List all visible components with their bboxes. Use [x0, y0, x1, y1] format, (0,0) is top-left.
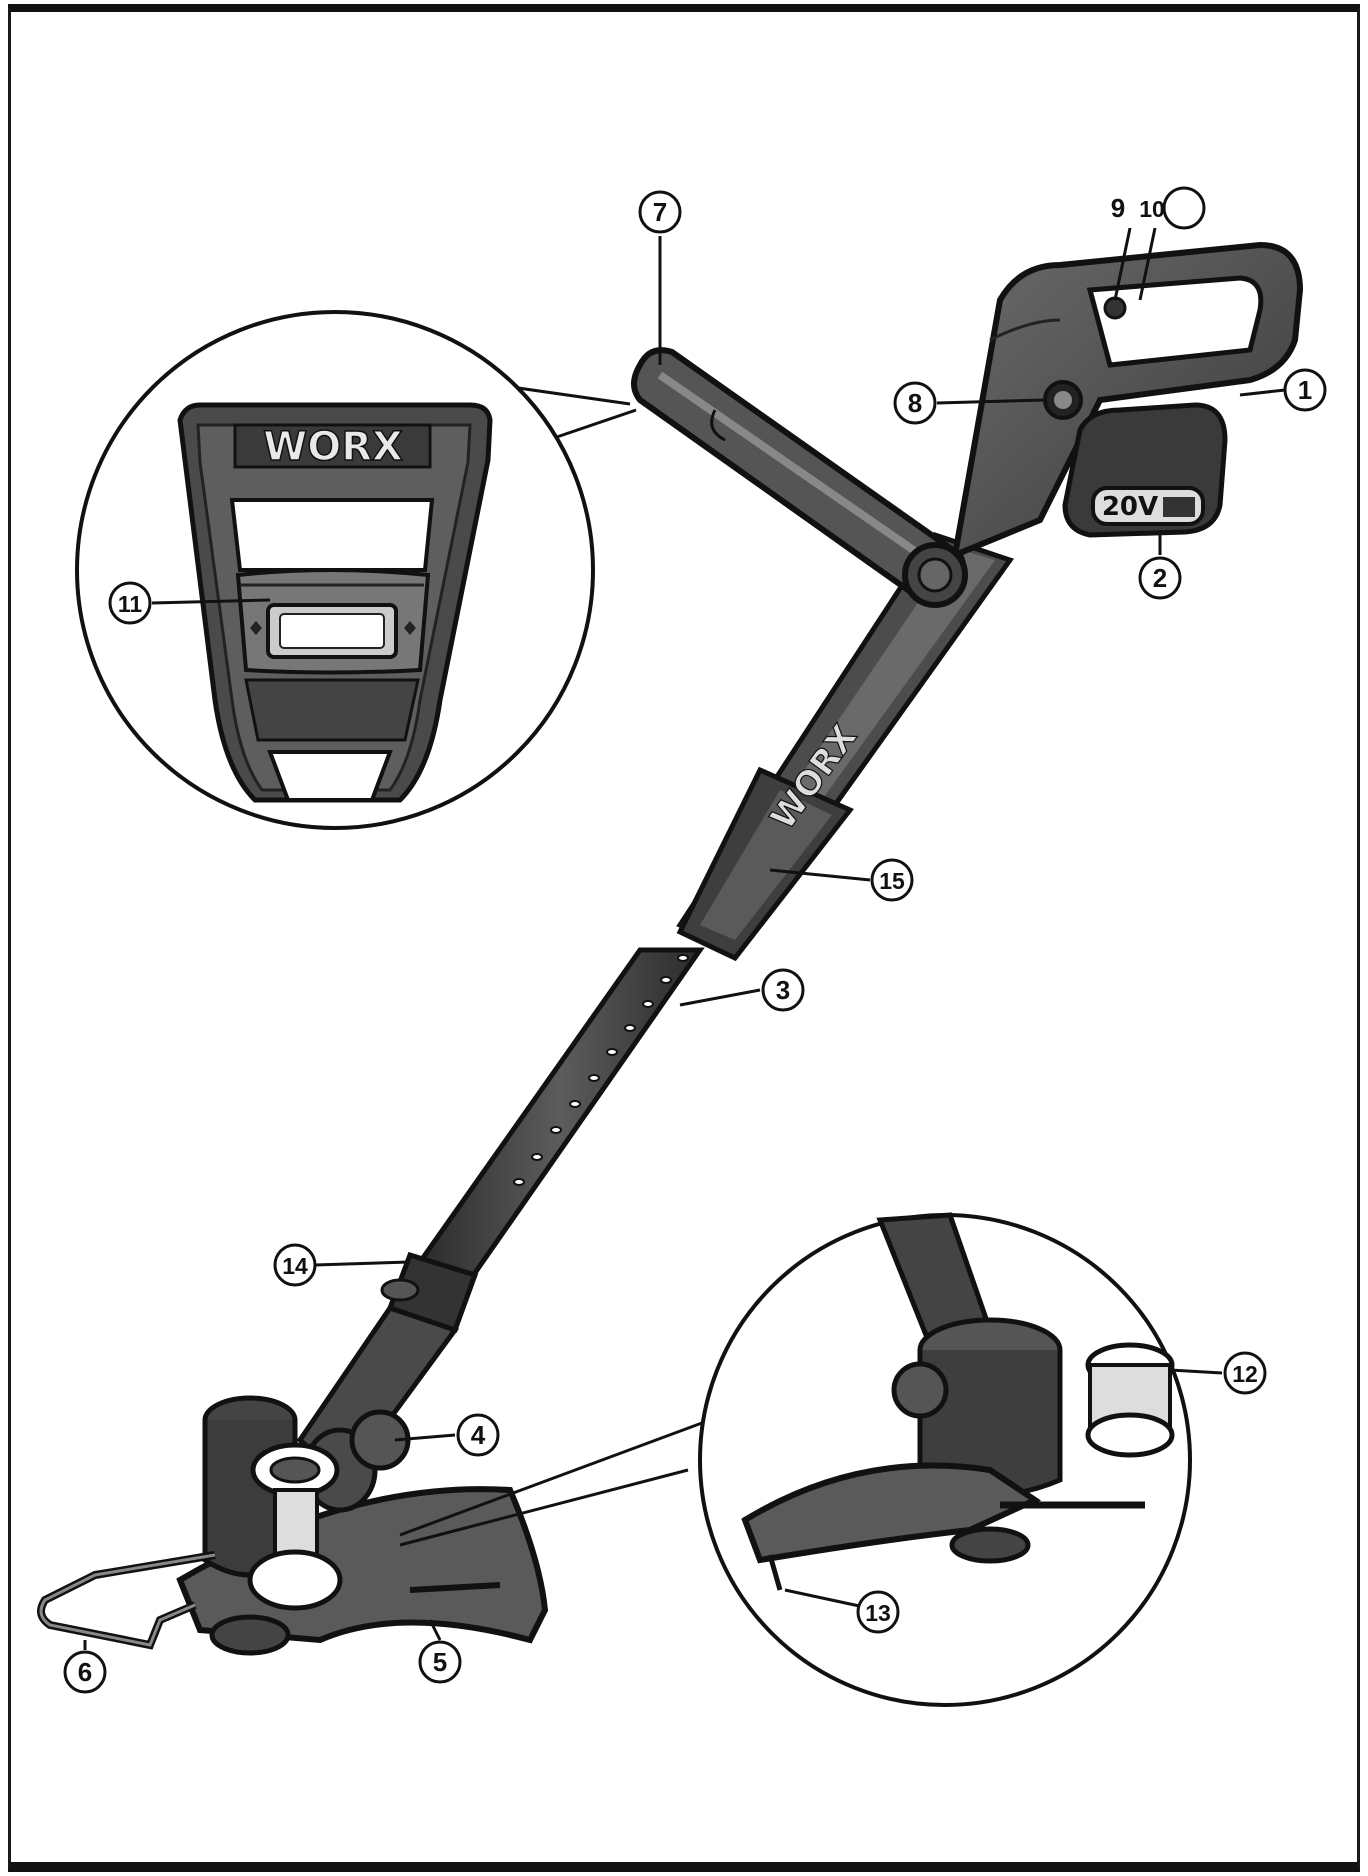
callout-8: 8	[893, 381, 937, 425]
callout-14-label: 14	[282, 1253, 308, 1279]
callout-7-label: 7	[653, 197, 667, 227]
callout-1: 1	[1283, 368, 1327, 412]
callout-1-label: 1	[1298, 375, 1312, 405]
callout-5: 5	[418, 1640, 462, 1684]
worx-logo-inset: WORX	[263, 424, 403, 470]
callout-2-label: 2	[1153, 563, 1167, 593]
callout-2: 2	[1138, 556, 1182, 600]
callout-13-label: 13	[865, 1600, 891, 1626]
zoom-inset-handle: WORX	[75, 310, 637, 830]
callout-7: 7	[638, 190, 682, 234]
callout-4: 4	[456, 1413, 500, 1457]
callout-10: 10	[1139, 186, 1206, 230]
callout-11-label: 11	[118, 591, 143, 617]
auxiliary-handle	[631, 347, 968, 608]
callout-9-label: 9	[1111, 193, 1125, 223]
callout-8-label: 8	[908, 388, 922, 418]
callout-12-label: 12	[1232, 1361, 1258, 1387]
callout-4-label: 4	[471, 1420, 486, 1450]
callout-9: 9	[1111, 193, 1125, 223]
trimmer-shaft: WORX	[296, 532, 1015, 1484]
zoom-inset-head	[399, 1212, 1192, 1707]
callout-3-label: 3	[776, 975, 790, 1005]
callout-12: 12	[1223, 1351, 1267, 1395]
battery-voltage-label: 20V	[1102, 492, 1158, 522]
callout-11: 11	[108, 581, 152, 625]
callout-14: 14	[273, 1243, 317, 1287]
callout-15-label: 15	[879, 868, 905, 894]
page-border	[8, 4, 1360, 1872]
leader-lines	[83, 227, 1286, 1650]
callout-15: 15	[870, 858, 914, 902]
callout-13: 13	[856, 1590, 900, 1634]
rear-handle: 20V	[951, 241, 1304, 560]
callout-6-label: 6	[78, 1657, 92, 1687]
callout-6: 6	[63, 1650, 107, 1694]
callout-5-label: 5	[433, 1647, 447, 1677]
trimmer-head	[37, 1395, 549, 1656]
callout-3: 3	[761, 968, 805, 1012]
callout-10-label: 10	[1139, 196, 1165, 222]
